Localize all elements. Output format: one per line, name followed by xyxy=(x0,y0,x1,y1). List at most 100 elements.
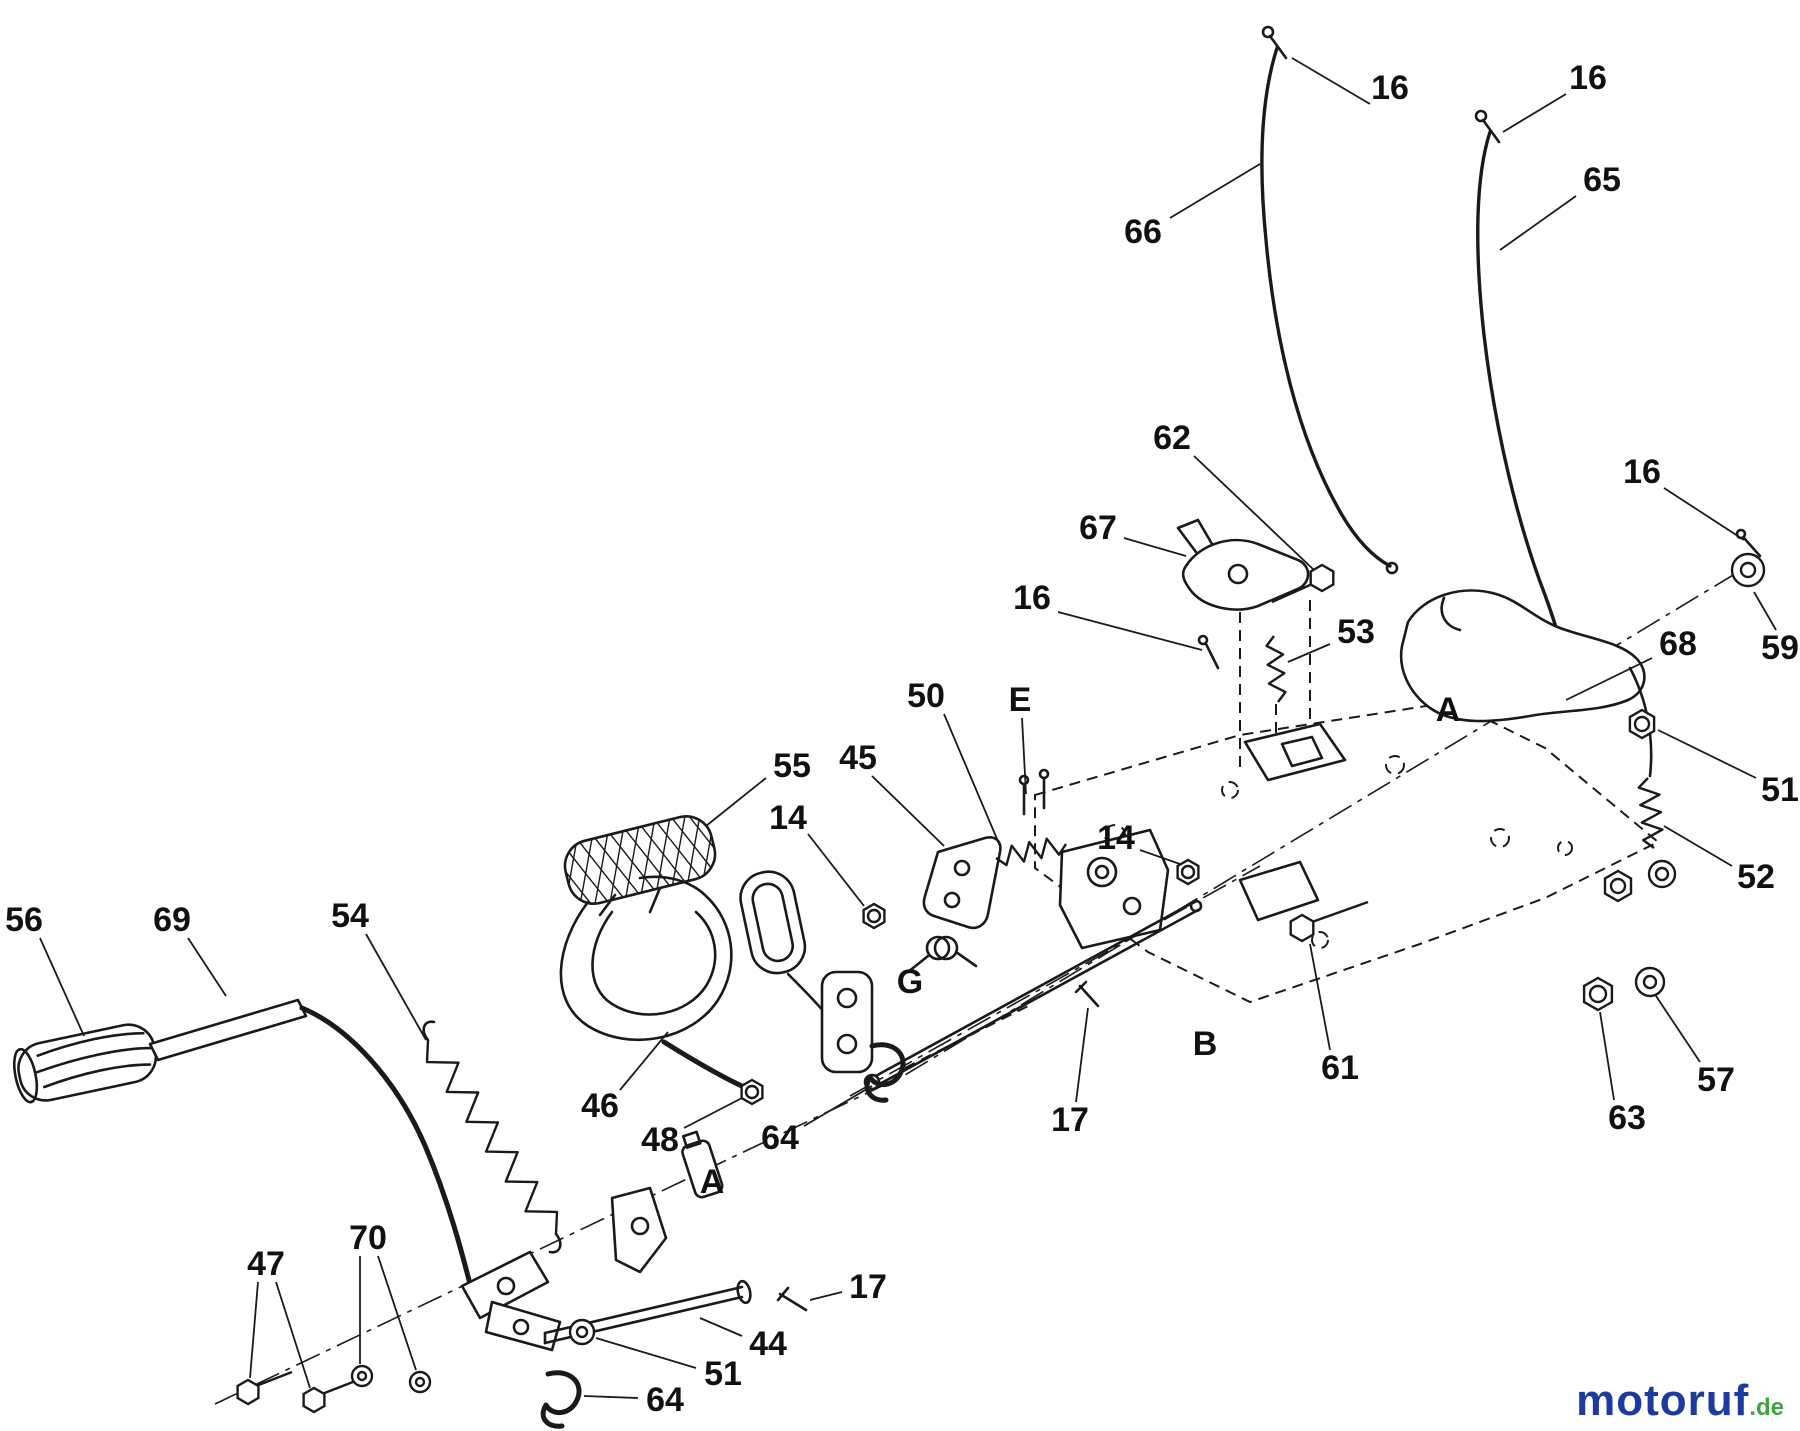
part-callout-16: 16 xyxy=(1371,69,1409,107)
lift-bracket-68 xyxy=(1399,589,1646,723)
washer-59-hole xyxy=(1739,561,1757,579)
part-callout-17: 17 xyxy=(1051,1101,1089,1139)
link-plate xyxy=(820,970,874,1074)
leader-line xyxy=(619,1031,669,1091)
part-callout-68: 68 xyxy=(1659,625,1697,663)
linkage-plate xyxy=(460,1250,550,1320)
leader-line xyxy=(1502,93,1567,133)
pedal-hatch-line xyxy=(654,810,672,899)
part-callout-55: 55 xyxy=(773,747,811,785)
part-callout-e: E xyxy=(1008,681,1032,719)
part-callout-69: 69 xyxy=(153,901,191,939)
part-callout-56: 56 xyxy=(5,901,43,939)
linkage-plate xyxy=(484,1300,562,1352)
part-callout-63: 63 xyxy=(1608,1099,1646,1137)
side-bracket-61 xyxy=(1238,860,1320,922)
leader-line xyxy=(699,1317,743,1337)
part-callout-65: 65 xyxy=(1583,161,1621,199)
part-callout-16: 16 xyxy=(1569,59,1607,97)
pin-17-icon xyxy=(1078,984,1100,1008)
part-callout-48: 48 xyxy=(641,1121,679,1159)
bolt-14-hole xyxy=(1180,864,1196,880)
leader-line xyxy=(1075,1007,1089,1103)
fasteners xyxy=(236,552,1766,1414)
part-callout-64: 64 xyxy=(761,1119,799,1157)
lever-bar-69 xyxy=(148,998,308,1062)
bolt-47-icon xyxy=(236,1378,260,1406)
part-callout-54: 54 xyxy=(331,897,369,935)
spring-50 xyxy=(995,837,1068,867)
spring-53 xyxy=(1265,635,1287,703)
part-callout-46: 46 xyxy=(581,1087,619,1125)
leader-line xyxy=(807,833,865,907)
leader-line xyxy=(943,713,1001,847)
leader-line xyxy=(1655,995,1701,1063)
handle-grip-56 xyxy=(12,1023,158,1104)
part-callout-59: 59 xyxy=(1761,629,1799,667)
part-callout-66: 66 xyxy=(1124,213,1162,251)
part-callout-50: 50 xyxy=(907,677,945,715)
leader-line xyxy=(39,937,85,1037)
pedal-hatch-line xyxy=(592,825,610,910)
watermark-tld: .de xyxy=(1749,1394,1784,1421)
leader-line xyxy=(1753,591,1777,631)
leader-line xyxy=(1193,455,1315,571)
part-callout-62: 62 xyxy=(1153,419,1191,457)
part-callout-51: 51 xyxy=(1761,771,1799,809)
lever-rod-69 xyxy=(299,1005,475,1295)
leader-line xyxy=(1565,657,1653,701)
part-callout-67: 67 xyxy=(1079,509,1117,547)
washer-57-hole xyxy=(1642,974,1658,990)
leader-line xyxy=(1657,729,1757,779)
leader-line xyxy=(1139,849,1181,865)
leader-line xyxy=(583,1395,639,1399)
spring-52 xyxy=(1637,777,1664,849)
shift-plate-45 xyxy=(922,836,1002,930)
part-callout-70: 70 xyxy=(349,1219,387,1257)
control-rod-65 xyxy=(1476,130,1567,662)
part-callout-61: 61 xyxy=(1321,1049,1359,1087)
pedal-lever-head xyxy=(739,870,807,975)
washer-70-hole xyxy=(356,1370,368,1382)
bolt-61-icon xyxy=(1289,913,1315,943)
cotter-pin-16-icon xyxy=(1204,642,1220,670)
part-callout-64: 64 xyxy=(646,1381,684,1419)
part-callout-57: 57 xyxy=(1697,1061,1735,1099)
part-callout-17: 17 xyxy=(849,1268,887,1306)
cotter-pin-16-icon xyxy=(1474,109,1488,123)
leader-line xyxy=(1499,195,1577,251)
leader-line xyxy=(1057,611,1203,651)
pedal-hatch-line xyxy=(713,810,721,870)
nut-14-hole xyxy=(866,908,882,924)
brake-pedal-arm-46 xyxy=(559,875,733,1042)
cotter-pin-16-icon xyxy=(1261,25,1275,39)
leader-line xyxy=(809,1291,843,1301)
part-callout-g: G xyxy=(896,963,924,1001)
bolt-48-hole xyxy=(744,1084,760,1100)
part-callout-16: 16 xyxy=(1013,579,1051,617)
leader-line xyxy=(1169,163,1261,219)
part-callout-53: 53 xyxy=(1337,613,1375,651)
bolt-62-icon xyxy=(1309,563,1335,593)
part-callout-16: 16 xyxy=(1623,453,1661,491)
leader-line xyxy=(377,1255,417,1371)
leader-line xyxy=(1287,643,1331,663)
frame-hump xyxy=(1243,722,1347,782)
part-callout-a: A xyxy=(699,1163,725,1201)
leader-line xyxy=(1663,487,1745,541)
pedal-hatch-line xyxy=(608,821,626,910)
leader-line xyxy=(683,1097,743,1129)
leader-line xyxy=(365,933,427,1041)
part-callout-14: 14 xyxy=(769,799,807,837)
bolt-47-shaft xyxy=(321,1378,359,1396)
leader-line xyxy=(595,1337,697,1369)
leader-line xyxy=(1123,537,1187,557)
hook-clip-64 xyxy=(540,1370,582,1429)
key-block-a xyxy=(681,1130,724,1199)
watermark-logo: motoruf.de xyxy=(1576,1379,1784,1423)
bolt-61-shaft xyxy=(1311,900,1369,924)
leader-lines xyxy=(39,57,1777,1399)
cotter-pin-16-icon xyxy=(1268,34,1288,60)
